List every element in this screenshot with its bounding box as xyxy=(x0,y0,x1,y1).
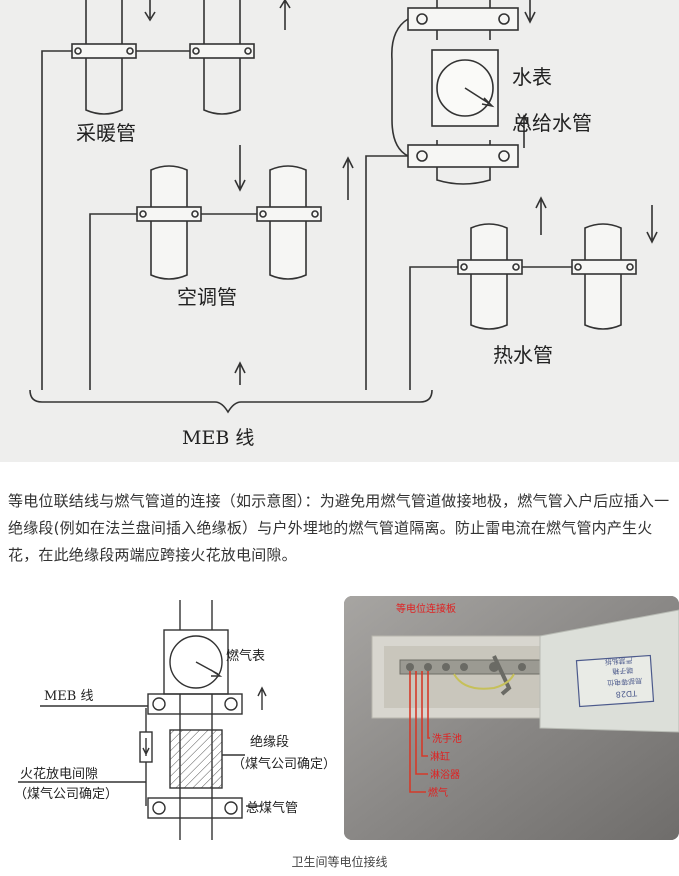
hot-water-label: 热水管 xyxy=(493,343,553,367)
insulation-label: 绝缘段 xyxy=(250,734,289,750)
meb-line-label: MEB 线 xyxy=(182,427,254,449)
bathroom-bonding-photo: 等电位连接板 洗手池 淋缸 淋浴器 燃气 TD28 局部等电位 端子箱 严禁私拆 xyxy=(344,596,679,840)
panel-text-line3: 严禁私拆 xyxy=(604,656,633,667)
pipe-bonding-diagram: 采暖管 空调管 水表 总给水管 热水管 MEB 线 xyxy=(0,0,679,462)
main-gas-label: 总煤气管 xyxy=(246,800,298,816)
panel-text-line2: 端子箱 xyxy=(612,666,634,676)
wire-label-gas: 燃气 xyxy=(428,786,448,799)
panel-text-model: TD28 xyxy=(615,688,638,699)
wire-label-sink: 洗手池 xyxy=(432,732,462,745)
gas-meter-label: 燃气表 xyxy=(226,648,265,664)
insulation-note: （煤气公司确定） xyxy=(232,756,336,772)
main-supply-label: 总给水管 xyxy=(512,111,592,135)
ac-pipe-label: 空调管 xyxy=(177,285,237,309)
panel-text-line1: 局部等电位 xyxy=(607,676,643,687)
heating-pipe-label: 采暖管 xyxy=(76,121,136,145)
spark-gap-label: 火花放电间隙 xyxy=(20,766,98,782)
wire-label-shower: 淋浴器 xyxy=(430,768,460,781)
gas-pipe-bonding-diagram: 燃气表 MEB 线 绝缘段 （煤气公司确定） 火花放电间隙 （煤气公司确定） 总… xyxy=(0,590,340,850)
photo-top-label: 等电位连接板 xyxy=(396,602,456,615)
water-meter-label: 水表 xyxy=(512,65,552,89)
figure-caption: 卫生间等电位接线 xyxy=(291,855,388,869)
body-paragraph: 等电位联结线与燃气管道的连接（如示意图）：为避免用燃气管道做接地极，燃气管入户后… xyxy=(8,492,670,564)
wire-label-bath: 淋缸 xyxy=(430,750,450,763)
meb-line-label-2: MEB 线 xyxy=(44,689,94,704)
spark-gap-note: （煤气公司确定） xyxy=(14,786,118,802)
